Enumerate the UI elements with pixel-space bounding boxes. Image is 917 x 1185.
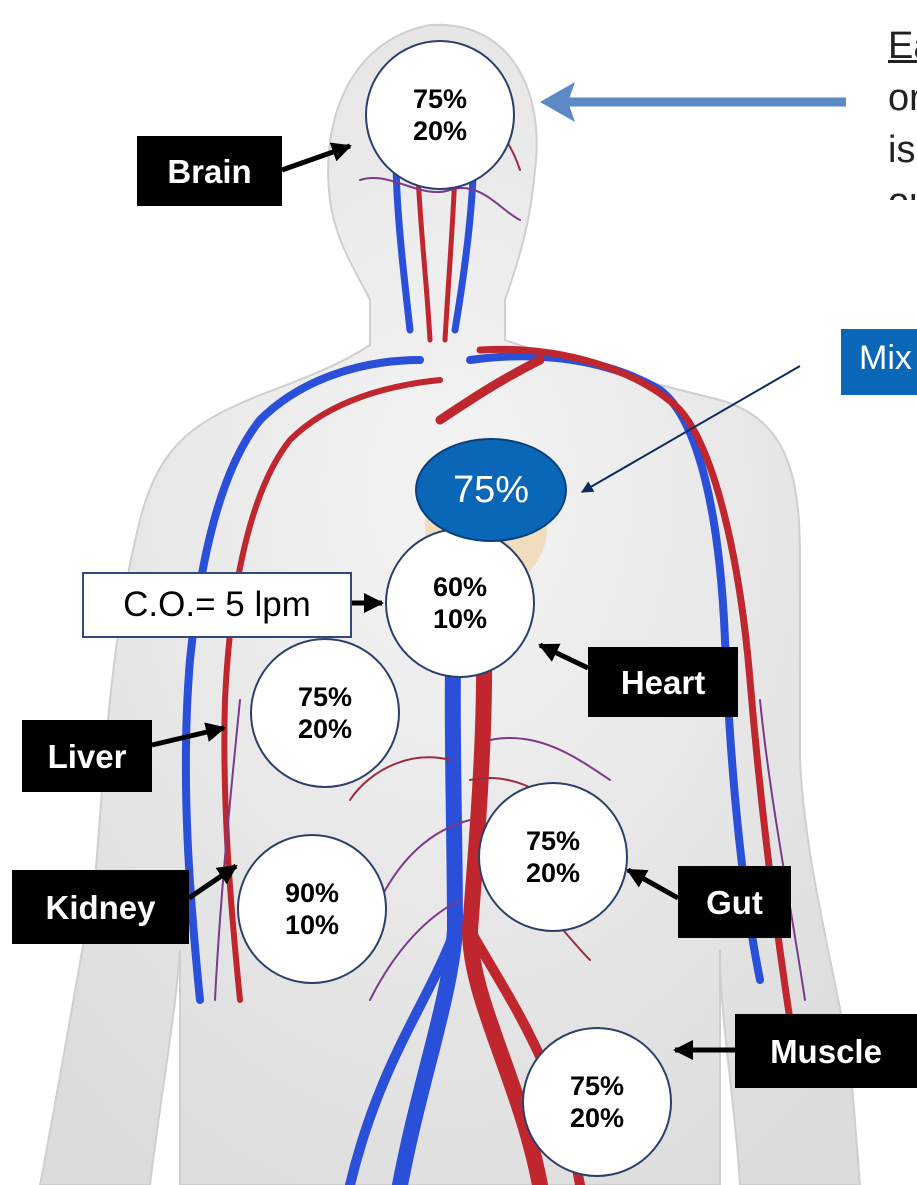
heart-value-top: 60%: [433, 571, 487, 603]
gut-circle: 75% 20%: [478, 782, 628, 932]
brain-value-bottom: 20%: [413, 115, 467, 147]
muscle-value-bottom: 20%: [570, 1102, 624, 1134]
heart-circle: 60% 10%: [385, 528, 535, 678]
mixed-venous-label-box: Mix: [841, 329, 917, 395]
note-line-4: ou: [888, 176, 917, 200]
brain-value-top: 75%: [413, 83, 467, 115]
gut-value-bottom: 20%: [526, 857, 580, 889]
note-line-2: or: [888, 72, 917, 124]
muscle-circle: 75% 20%: [522, 1027, 672, 1177]
mixed-venous-value: 75%: [453, 469, 529, 512]
liver-value-top: 75%: [298, 681, 352, 713]
heart-value-bottom: 10%: [433, 603, 487, 635]
brain-label: Brain: [137, 136, 282, 206]
note-line-3: is: [888, 124, 917, 176]
muscle-label: Muscle: [735, 1014, 917, 1088]
liver-label: Liver: [22, 720, 152, 792]
liver-value-bottom: 20%: [298, 713, 352, 745]
kidney-circle: 90% 10%: [237, 834, 387, 984]
gut-value-top: 75%: [526, 825, 580, 857]
heart-label: Heart: [588, 647, 738, 717]
note-arrow: [540, 82, 846, 122]
mixed-venous-oval: 75%: [415, 438, 567, 542]
cardiac-output-box: C.O.= 5 lpm: [82, 572, 352, 638]
note-text-fragment: Ea or is ou: [888, 20, 917, 200]
kidney-value-top: 90%: [285, 877, 339, 909]
liver-circle: 75% 20%: [250, 638, 400, 788]
gut-label: Gut: [678, 866, 791, 938]
muscle-value-top: 75%: [570, 1070, 624, 1102]
note-line-1: Ea: [888, 20, 917, 72]
kidney-label: Kidney: [12, 870, 189, 944]
kidney-value-bottom: 10%: [285, 909, 339, 941]
mixed-venous-label-text: Mix: [859, 339, 912, 377]
brain-circle: 75% 20%: [365, 40, 515, 190]
